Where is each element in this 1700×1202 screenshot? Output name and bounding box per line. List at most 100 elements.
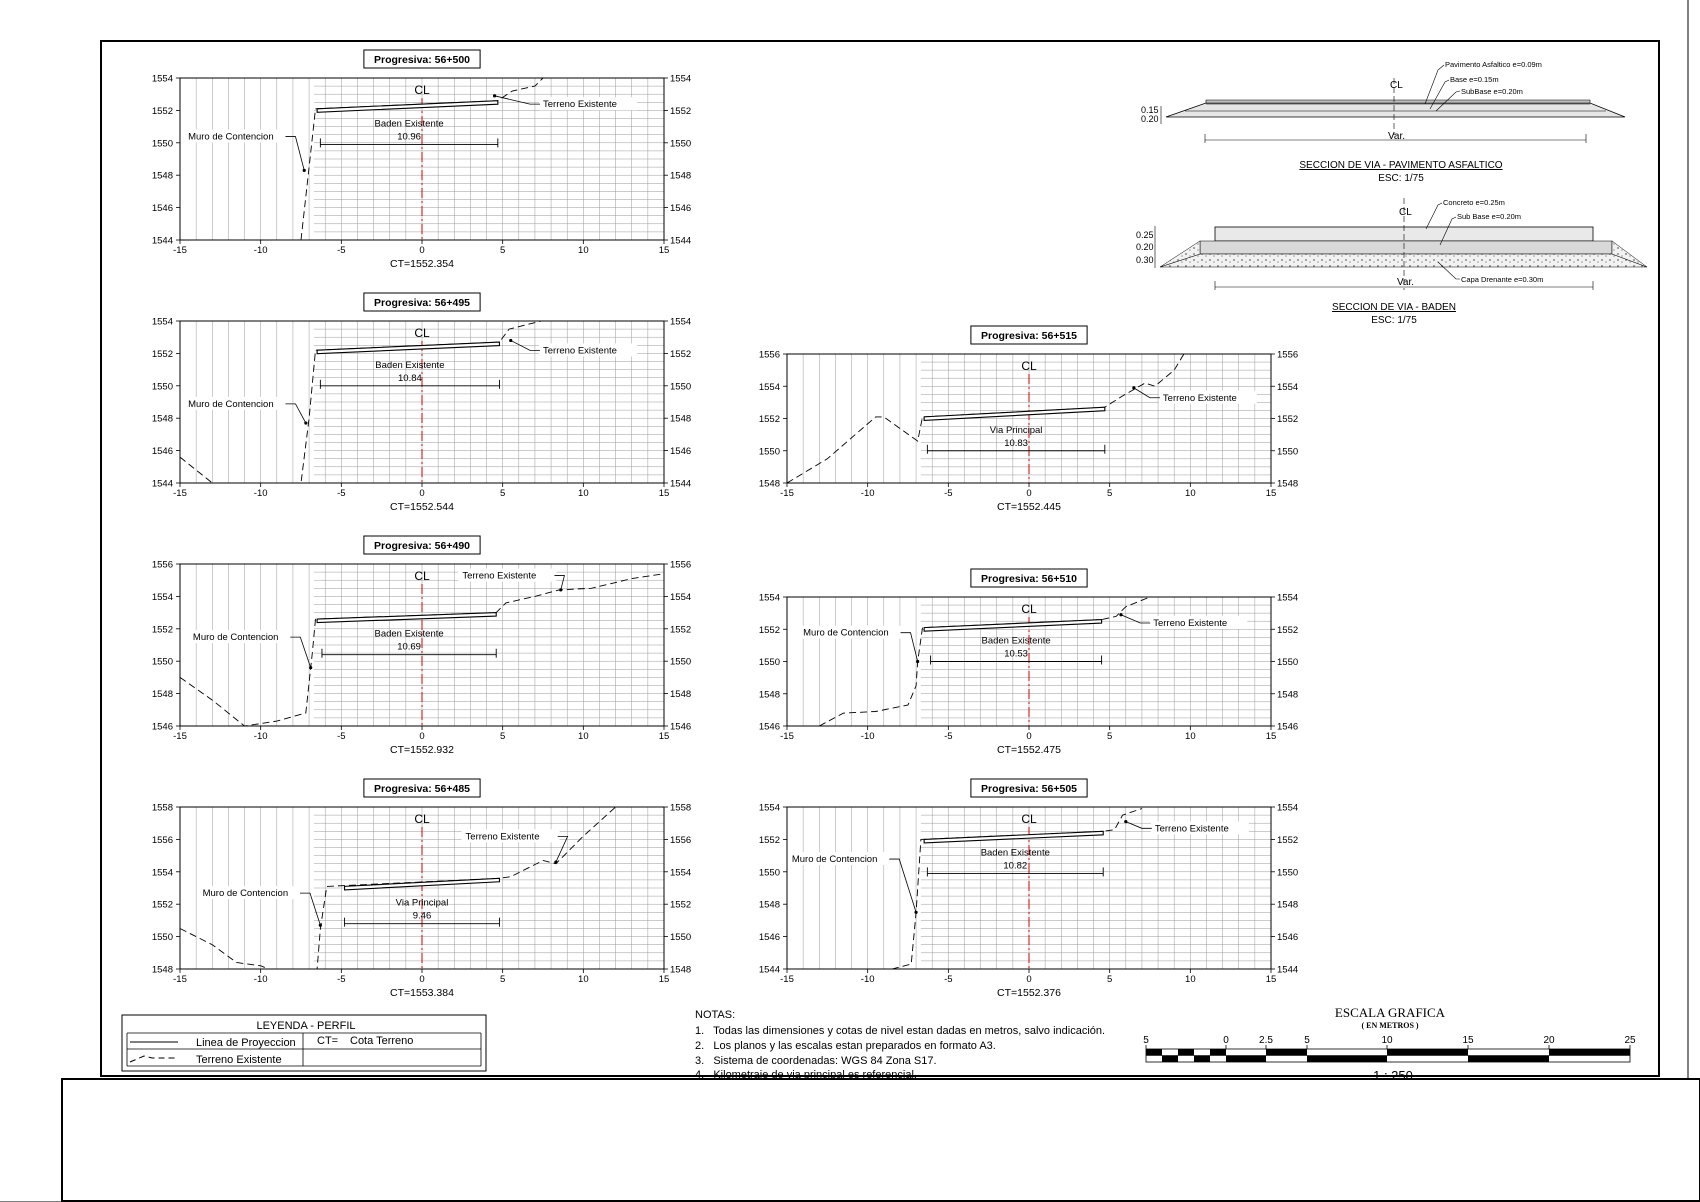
scale-subtitle: ( EN METROS ) [1361, 1021, 1418, 1030]
y-tick-label-left: 1550 [759, 867, 780, 878]
y-tick-label-left: 1554 [152, 74, 173, 85]
y-tick-label-left: 1544 [152, 236, 173, 247]
x-tick-label: 10 [578, 974, 589, 985]
y-tick-label-right: 1550 [670, 381, 691, 392]
y-tick-label-right: 1548 [670, 965, 691, 976]
note-3: 3. Sistema de coordenadas: WGS 84 Zona S… [695, 1055, 937, 1067]
annotation-label: Muro de Contencion [188, 399, 274, 410]
x-tick-label: 15 [1266, 731, 1277, 742]
y-tick-label-right: 1556 [670, 835, 691, 846]
scale-tick-label: 15 [1462, 1035, 1474, 1046]
y-tick-label-left: 1558 [152, 803, 173, 814]
leader-line [285, 403, 307, 424]
x-tick-label: -5 [337, 974, 345, 985]
profile-title: Progresiva: 56+490 [374, 540, 470, 552]
x-tick-label: -5 [944, 488, 952, 499]
dimension-label: Baden Existente [374, 629, 443, 640]
x-tick-label: -5 [944, 974, 952, 985]
x-tick-label: 15 [1266, 974, 1277, 985]
profile-title: Progresiva: 56+515 [981, 330, 1077, 342]
y-tick-label-left: 1550 [759, 657, 780, 668]
x-tick-label: 5 [500, 245, 505, 256]
profile-title: Progresiva: 56+485 [374, 783, 470, 795]
y-tick-label-right: 1554 [1277, 803, 1298, 814]
dimension-label: Baden Existente [981, 636, 1050, 647]
section-asphalt-pavement: CL 0.15 0.20 Var. Pavimento Asfaltico e=… [1141, 60, 1626, 184]
profile-ct-label: CT=1552.376 [997, 987, 1061, 999]
profile-title: Progresiva: 56+510 [981, 573, 1077, 585]
x-tick-label: -10 [254, 488, 268, 499]
x-tick-label: -10 [861, 974, 875, 985]
road-surface [923, 830, 1104, 844]
note-2: 2. Los planos y las escalas estan prepar… [695, 1040, 996, 1052]
annotation-label: Muro de Contencion [203, 888, 289, 899]
scale-tick-label: 5 [1304, 1035, 1310, 1046]
profile-ct-label: CT=1552.445 [997, 501, 1061, 513]
dimension-label: Baden Existente [375, 360, 444, 371]
section-baden: CL 0.25 0.20 0.30 Var. Concreto e=0.25m … [1136, 198, 1648, 326]
x-tick-label: 15 [659, 488, 670, 499]
x-tick-label: 0 [419, 731, 424, 742]
y-tick-label-left: 1546 [152, 203, 173, 214]
y-tick-label-right: 1556 [670, 560, 691, 571]
centerline-label: CL [1021, 602, 1037, 616]
leader-line [889, 858, 917, 913]
x-tick-label: 10 [1185, 974, 1196, 985]
leader-line [555, 836, 569, 863]
y-tick-label-right: 1546 [670, 446, 691, 457]
y-tick-label-left: 1546 [152, 722, 173, 733]
x-tick-label: 0 [1026, 731, 1031, 742]
annotation-label: Terreno Existente [462, 571, 536, 582]
section-baden-callout-3: Capa Drenante e=0.30m [1461, 275, 1543, 284]
y-tick-label-left: 1554 [759, 593, 780, 604]
leader-line [1133, 387, 1160, 399]
leader-line [554, 575, 565, 591]
x-tick-label: -15 [780, 731, 794, 742]
section-asphalt-dim-1: 0.15 [1141, 105, 1159, 115]
x-tick-label: -15 [173, 488, 187, 499]
section-baden-cl: CL [1399, 207, 1412, 218]
y-tick-label-left: 1554 [759, 803, 780, 814]
y-tick-label-right: 1550 [1277, 657, 1298, 668]
y-tick-label-right: 1552 [670, 349, 691, 360]
title-block [61, 1078, 1700, 1202]
y-tick-label-left: 1548 [152, 965, 173, 976]
y-tick-label-left: 1548 [759, 479, 780, 490]
y-tick-label-left: 1550 [152, 381, 173, 392]
annotation-label: Muro de Contencion [193, 632, 279, 643]
outer-frame [100, 40, 1660, 1077]
section-asphalt-callout-2: Base e=0.15m [1450, 75, 1499, 84]
section-baden-dim-1: 0.25 [1136, 230, 1154, 240]
y-tick-label-left: 1552 [152, 900, 173, 911]
x-tick-label: 5 [500, 488, 505, 499]
terrain-line [179, 806, 616, 970]
annotation-label: Muro de Contencion [803, 628, 889, 639]
dimension-label: Via Principal [396, 898, 449, 909]
centerline-label: CL [414, 326, 430, 340]
x-tick-label: 10 [1185, 731, 1196, 742]
section-baden-callout-2: Sub Base e=0.20m [1457, 212, 1521, 221]
leader-line [290, 636, 312, 668]
x-tick-label: 5 [1107, 731, 1112, 742]
centerline-label: CL [1021, 812, 1037, 826]
y-tick-label-left: 1548 [152, 689, 173, 700]
y-tick-label-right: 1554 [1277, 382, 1298, 393]
leader-line [494, 95, 540, 105]
y-tick-label-right: 1550 [670, 932, 691, 943]
leader-line [1125, 821, 1152, 829]
y-tick-label-right: 1550 [1277, 867, 1298, 878]
x-tick-label: -15 [173, 731, 187, 742]
y-tick-label-right: 1550 [670, 138, 691, 149]
y-tick-label-left: 1550 [152, 932, 173, 943]
x-tick-label: 0 [419, 245, 424, 256]
y-tick-label-right: 1548 [670, 171, 691, 182]
y-tick-label-right: 1548 [1277, 479, 1298, 490]
y-tick-label-right: 1554 [670, 74, 691, 85]
profile-title: Progresiva: 56+495 [374, 297, 470, 309]
